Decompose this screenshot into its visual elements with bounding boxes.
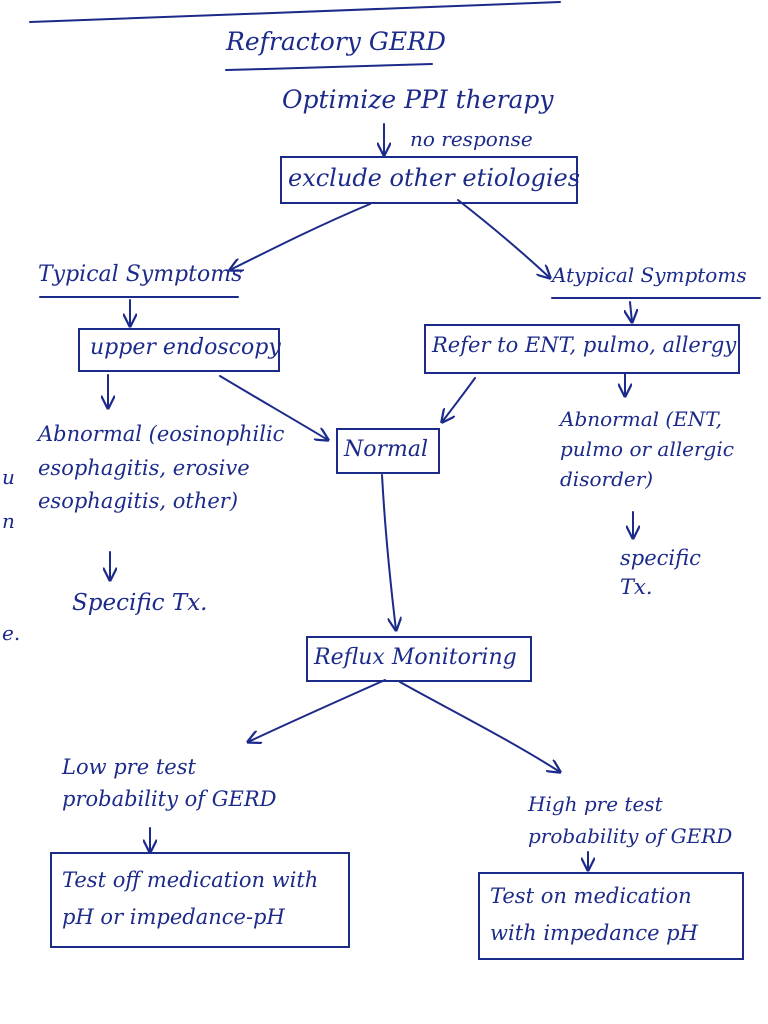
box-exclude-etiologies: [280, 156, 578, 204]
arrow-refer-to-normal: [442, 377, 476, 422]
step-upper-endoscopy: upper endoscopy: [90, 335, 281, 360]
box-upper-endoscopy: [78, 328, 280, 372]
box-test-on-medication: [478, 872, 744, 960]
arrow-endoscopy-to-normal: [219, 375, 328, 440]
outcome-abnormal-endoscopy: Abnormal (eosinophilic esophagitis, eros…: [38, 422, 285, 514]
arrow-exclude-to-typical: [230, 203, 371, 270]
margin-fragment-2: n: [2, 509, 15, 533]
step-reflux-monitoring: Reflux Monitoring: [314, 645, 517, 670]
label-no-response: no response: [410, 127, 533, 151]
outcome-normal: Normal: [344, 437, 429, 462]
outcome-abnormal-ent: Abnormal (ENT, pulmo or allergic disorde…: [560, 407, 734, 491]
top-rule-line: [29, 1, 561, 23]
arrow-normal-to-reflux: [381, 474, 396, 630]
arrow-exclude-to-atypical: [457, 199, 550, 278]
margin-fragment-3: e.: [2, 621, 21, 645]
arrow-reflux-to-high: [399, 681, 560, 772]
outcome-specific-tx-left: Specific Tx.: [72, 590, 208, 616]
branch-high-pretest: High pre test probability of GERD: [528, 792, 733, 848]
box-refer-ent: [424, 324, 740, 374]
title-underline: [225, 63, 433, 71]
diagram-title: Refractory GERD: [226, 27, 446, 56]
box-normal: [336, 428, 440, 474]
result-test-on-medication: Test on medication with impedance pH: [490, 884, 698, 945]
branch-atypical-symptoms: Atypical Symptoms: [552, 263, 747, 287]
branch-typical-symptoms: Typical Symptoms: [38, 262, 243, 287]
arrow-atypical-to-refer: [630, 301, 632, 322]
arrow-reflux-to-low: [248, 679, 386, 742]
step-optimize-ppi: Optimize PPI therapy: [282, 85, 554, 114]
box-test-off-medication: [50, 852, 350, 948]
branch-low-pretest: Low pre test probability of GERD: [62, 755, 277, 811]
step-exclude-etiologies: exclude other etiologies: [288, 164, 581, 192]
step-refer-ent-pulmo-allergy: Refer to ENT, pulmo, allergy: [432, 333, 737, 357]
result-test-off-medication: Test off medication with pH or impedance…: [62, 868, 319, 929]
outcome-specific-tx-right: specific Tx.: [620, 546, 701, 600]
box-reflux-monitoring: [306, 636, 532, 682]
margin-fragment-1: u: [2, 465, 15, 489]
